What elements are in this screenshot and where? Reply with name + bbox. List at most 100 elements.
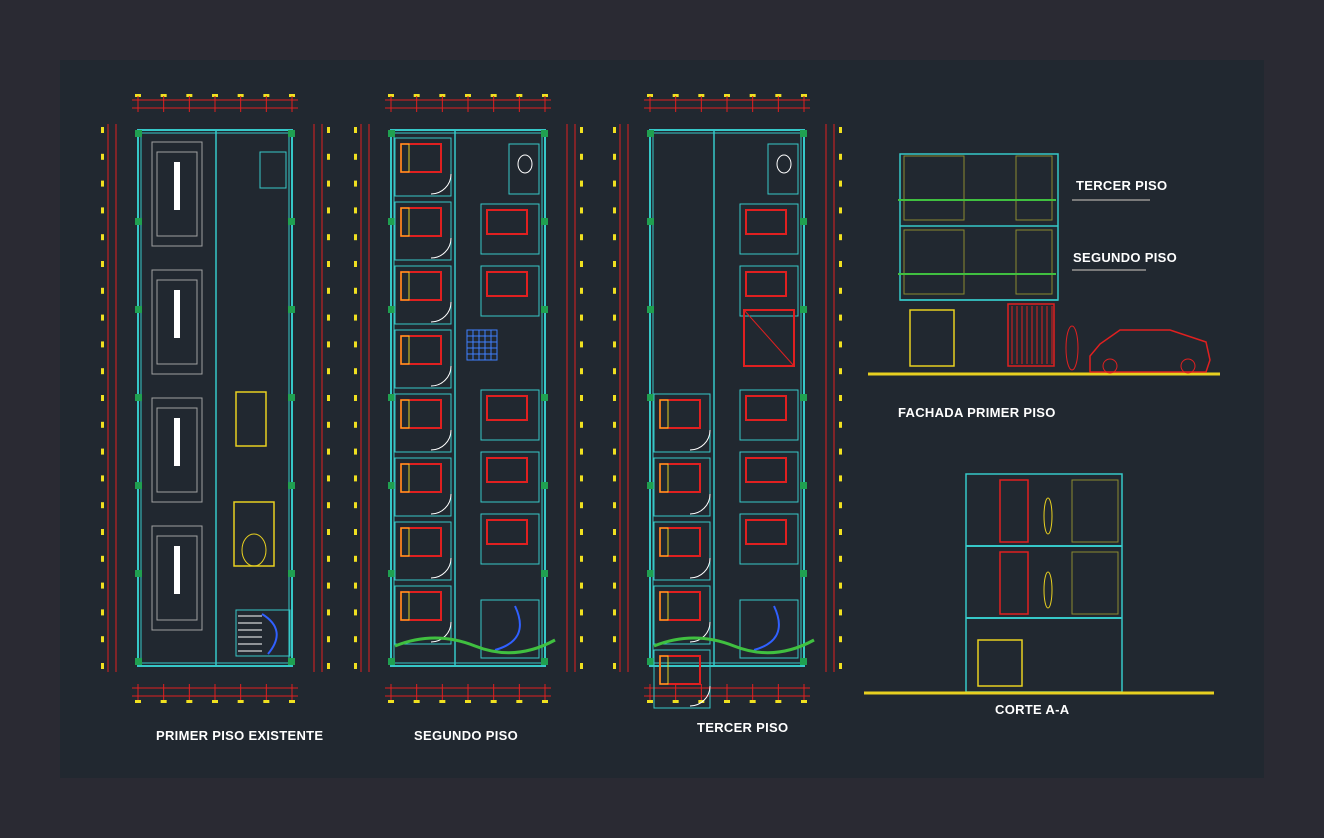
column xyxy=(647,130,654,137)
axis-marker xyxy=(327,314,330,321)
bed xyxy=(659,655,701,685)
room xyxy=(480,265,540,317)
room xyxy=(480,203,540,255)
axis-marker xyxy=(580,314,583,321)
column xyxy=(541,306,548,313)
bed xyxy=(486,519,528,545)
round-table xyxy=(241,533,267,567)
room xyxy=(739,203,799,255)
axis-marker xyxy=(839,395,842,401)
column xyxy=(288,218,295,225)
axis-marker xyxy=(839,529,842,535)
axis-marker xyxy=(101,448,104,455)
axis-marker xyxy=(580,448,583,455)
column xyxy=(800,130,807,137)
room xyxy=(394,265,452,325)
toilet xyxy=(517,154,533,174)
stair xyxy=(480,599,540,659)
axis-marker xyxy=(613,582,616,589)
column xyxy=(541,394,548,401)
axis-marker xyxy=(186,94,193,97)
axis-marker xyxy=(101,368,104,375)
axis-marker xyxy=(580,663,583,669)
axis-marker xyxy=(354,395,357,401)
door-swing xyxy=(430,173,452,195)
window-section xyxy=(1071,551,1119,615)
axis-marker xyxy=(101,609,104,616)
stair xyxy=(235,609,291,657)
axis-marker xyxy=(327,582,330,589)
exterior-wall-inner xyxy=(393,132,543,664)
balcony-curve xyxy=(394,636,556,655)
bed xyxy=(400,463,442,493)
axis-marker xyxy=(613,395,616,401)
axis-marker xyxy=(212,700,218,703)
axis-marker xyxy=(542,700,548,703)
axis-marker xyxy=(101,314,104,321)
section-title: CORTE A-A xyxy=(995,702,1070,717)
cad-drawing xyxy=(101,94,1220,709)
axis-marker xyxy=(327,529,330,535)
parked-car-roof xyxy=(174,418,180,466)
door-swing xyxy=(689,621,711,643)
column xyxy=(288,658,295,665)
axis-marker xyxy=(327,636,330,643)
bed xyxy=(486,209,528,235)
axis-marker xyxy=(749,700,756,703)
axis-marker xyxy=(613,261,616,267)
axis-marker xyxy=(613,502,616,509)
axis-marker xyxy=(327,663,330,669)
bed xyxy=(745,395,787,421)
bed xyxy=(745,457,787,483)
axis-marker xyxy=(101,502,104,509)
axis-marker xyxy=(613,555,616,562)
column xyxy=(288,570,295,577)
axis-marker xyxy=(839,261,842,267)
axis-marker xyxy=(101,341,104,348)
bed xyxy=(400,271,442,301)
axis-marker xyxy=(580,395,583,401)
axis-marker xyxy=(101,555,104,562)
axis-marker xyxy=(839,663,842,669)
bed-headboard xyxy=(659,463,669,493)
column xyxy=(288,482,295,489)
bed xyxy=(400,143,442,173)
door-swing xyxy=(430,621,452,643)
bed xyxy=(486,395,528,421)
axis-marker xyxy=(580,207,583,214)
axis-marker xyxy=(580,475,583,482)
axis-marker xyxy=(613,287,616,294)
column xyxy=(647,482,654,489)
room xyxy=(653,585,711,645)
axis-marker xyxy=(327,127,330,133)
bed xyxy=(486,457,528,483)
axis-marker xyxy=(101,261,104,267)
bed xyxy=(400,207,442,237)
axis-marker xyxy=(388,700,394,703)
parked-car-body xyxy=(156,151,198,237)
window-right xyxy=(1015,155,1053,221)
axis-marker xyxy=(839,609,842,616)
column xyxy=(541,130,548,137)
facade-upper-floor-label: TERCER PISO xyxy=(1076,178,1168,193)
bed xyxy=(486,271,528,297)
axis-marker xyxy=(388,94,394,97)
room xyxy=(480,513,540,565)
bed xyxy=(659,463,701,493)
stair-void xyxy=(743,309,795,367)
axis-marker xyxy=(839,555,842,562)
facade-elevation xyxy=(868,153,1220,376)
car-wheel xyxy=(1102,358,1118,374)
drawing-sheet: PRIMER PISO EXISTENTE SEGUNDO PISO TERCE… xyxy=(60,60,1264,778)
bed-headboard xyxy=(659,527,669,557)
door-swing xyxy=(430,301,452,323)
bed xyxy=(745,271,787,297)
axis-marker xyxy=(580,555,583,562)
axis-marker xyxy=(101,475,104,482)
axis-marker xyxy=(327,287,330,294)
axis-marker xyxy=(580,529,583,535)
room xyxy=(653,649,711,709)
garage-car xyxy=(909,309,955,367)
room xyxy=(739,389,799,441)
facade-outline xyxy=(899,153,1059,301)
